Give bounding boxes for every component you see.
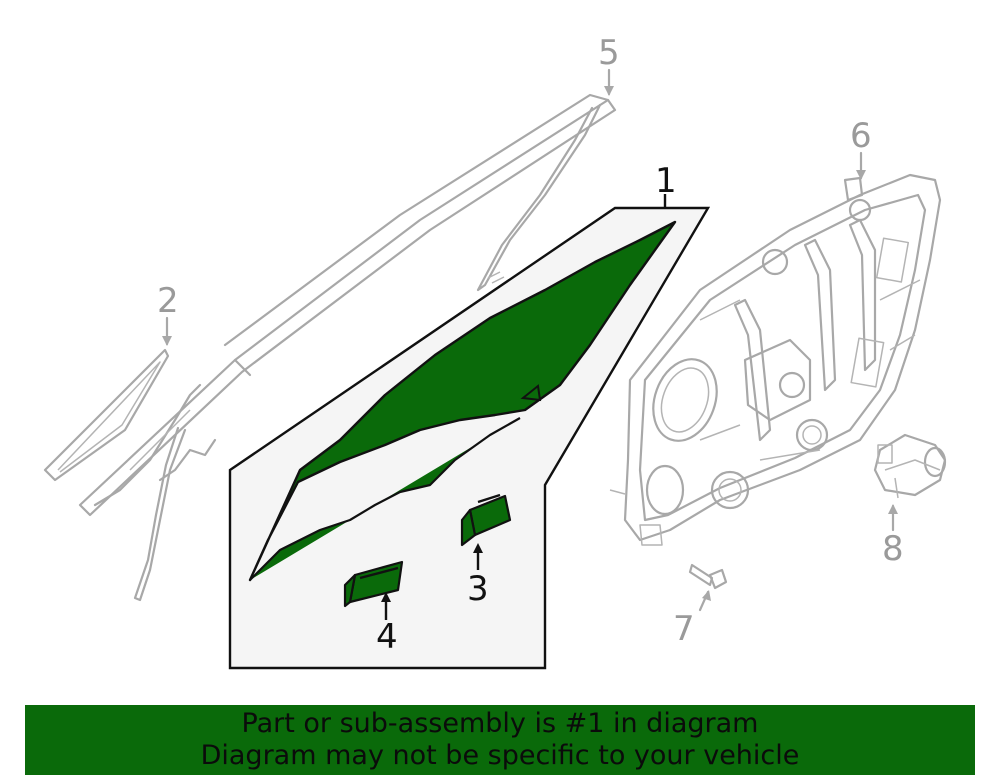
- part-5-door-frame[interactable]: [78, 93, 617, 602]
- part-2-quarter-glass[interactable]: [43, 348, 170, 482]
- callout-1[interactable]: 1: [655, 161, 677, 201]
- callout-8[interactable]: 8: [882, 529, 904, 569]
- callout-4-arrow: [381, 592, 391, 602]
- part-3-glass-clip[interactable]: [460, 493, 512, 547]
- callout-5-arrow: [604, 86, 614, 96]
- callout-4[interactable]: 4: [376, 617, 398, 657]
- callout-7[interactable]: 7: [673, 609, 695, 649]
- part-1-door-glass[interactable]: [248, 220, 677, 582]
- callout-2[interactable]: 2: [157, 281, 179, 321]
- parts-diagram: 5 2 6: [43, 33, 947, 670]
- part-7-bolt[interactable]: [688, 563, 728, 590]
- callout-5[interactable]: 5: [598, 33, 620, 73]
- part-6-inner-door-panel[interactable]: [609, 173, 942, 546]
- callout-7-arrow: [702, 590, 711, 601]
- callout-3[interactable]: 3: [467, 569, 489, 609]
- glass-mark-icon: [520, 384, 542, 402]
- part-1-glass-lower-edge: [249, 417, 521, 581]
- callout-6-arrow: [856, 170, 866, 180]
- info-banner: Part or sub-assembly is #1 in diagram Di…: [25, 705, 975, 775]
- callout-6[interactable]: 6: [850, 116, 872, 156]
- callout-3-arrow: [473, 543, 483, 553]
- callout-8-arrow: [888, 504, 898, 514]
- banner-line-2: Diagram may not be specific to your vehi…: [200, 740, 800, 771]
- part-4-glass-clip[interactable]: [343, 560, 404, 608]
- callout-2-arrow: [162, 336, 172, 346]
- part-8-window-motor[interactable]: [873, 433, 947, 499]
- banner-line-1: Part or sub-assembly is #1 in diagram: [241, 708, 759, 739]
